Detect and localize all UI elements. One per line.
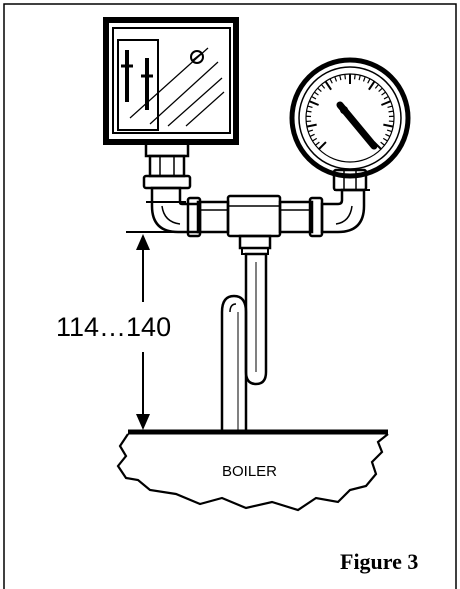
gauge-tick bbox=[307, 129, 314, 133]
gauge-tick bbox=[378, 87, 383, 92]
gauge-ticks bbox=[306, 74, 394, 150]
gauge-tick bbox=[380, 141, 385, 146]
gauge-tick bbox=[358, 75, 361, 81]
gauge-tick bbox=[381, 100, 392, 106]
gauge-tick bbox=[311, 95, 317, 100]
gauge-tick bbox=[381, 91, 386, 96]
gauge-tick bbox=[317, 87, 322, 92]
pressure-gauge-dial bbox=[289, 57, 411, 179]
gauge-tick bbox=[306, 123, 317, 128]
gauge-tick bbox=[329, 78, 333, 84]
gauge-tick bbox=[315, 141, 320, 146]
figure-caption: Figure 3 bbox=[340, 549, 418, 574]
tee-down-connector bbox=[238, 234, 272, 255]
boiler-label: BOILER bbox=[222, 463, 277, 480]
gauge-tick bbox=[344, 74, 347, 80]
gauge-tick bbox=[374, 84, 380, 89]
gauge-tick bbox=[339, 75, 342, 81]
gauge-tick bbox=[353, 74, 356, 80]
gauge-tick bbox=[306, 110, 312, 113]
dimension-label: 114…140 bbox=[56, 312, 171, 342]
gauge-tick bbox=[318, 141, 327, 150]
gauge-tick bbox=[386, 129, 393, 133]
gauge-tick bbox=[385, 133, 391, 137]
horizontal-pipe bbox=[186, 194, 324, 238]
gauge-tick bbox=[307, 105, 313, 108]
gauge-tick bbox=[324, 80, 332, 91]
pressure-switch-box bbox=[103, 17, 239, 145]
gauge-tick bbox=[368, 80, 376, 91]
gauge-tick bbox=[383, 123, 394, 128]
gauge-tick bbox=[387, 105, 393, 108]
switch-connector bbox=[142, 140, 192, 190]
gauge-tick bbox=[334, 76, 338, 82]
gauge-tick bbox=[320, 84, 326, 89]
gauge-tick bbox=[309, 133, 315, 137]
gauge-tick bbox=[388, 110, 394, 113]
left-elbow-pipe bbox=[146, 186, 202, 234]
dimension-line bbox=[126, 231, 186, 430]
right-elbow-pipe bbox=[320, 188, 370, 234]
gauge-tick bbox=[382, 137, 388, 142]
boiler-shell bbox=[116, 429, 389, 512]
gauge-tick bbox=[308, 100, 319, 106]
gauge-tick bbox=[383, 95, 389, 100]
figure-border bbox=[3, 3, 457, 589]
gauge-tick bbox=[312, 137, 318, 142]
gauge-tick bbox=[314, 91, 319, 96]
gauge-tick bbox=[367, 78, 371, 84]
gauge-tick bbox=[362, 76, 366, 82]
siphon-pigtail-pipe bbox=[220, 252, 268, 432]
